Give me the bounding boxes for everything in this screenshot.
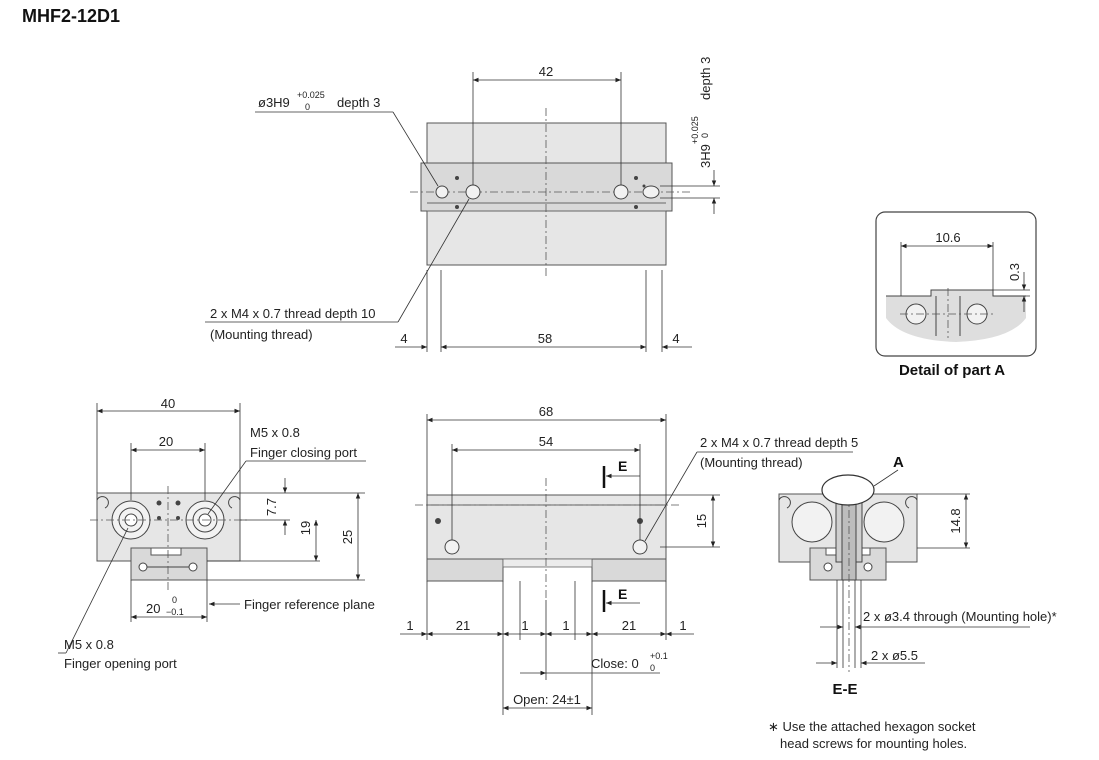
label-a: A	[893, 454, 904, 471]
model-title: MHF2-12D1	[22, 6, 120, 26]
close-tol-upper: +0.1	[650, 651, 668, 661]
detail-a-callout	[821, 474, 875, 506]
dim-0-3: 0.3	[1007, 263, 1022, 281]
front-thread-label: 2 x M4 x 0.7 thread depth 5	[700, 435, 858, 450]
thread-hole-left	[465, 184, 481, 200]
dim-21-b: 21	[622, 618, 636, 633]
side-tol-lower: −0.1	[166, 607, 184, 617]
front-view: 68 54 E E 2 x M4 x 0.7 thread depth 5 (M…	[400, 404, 858, 715]
dim-7-7: 7.7	[264, 498, 279, 516]
dim-21-a: 21	[456, 618, 470, 633]
dim-15: 15	[694, 514, 709, 528]
top-view: 42 ø3H9 +0.025 0 depth 3 3H9 +0.025 0 de…	[205, 57, 720, 352]
dim-25: 25	[340, 530, 355, 544]
front-thread-note: (Mounting thread)	[700, 455, 803, 470]
dim-40: 40	[161, 396, 175, 411]
top-thread-label: 2 x M4 x 0.7 thread depth 10	[210, 306, 376, 321]
pin-hole-label: ø3H9	[258, 95, 290, 110]
dim-68: 68	[539, 404, 553, 419]
dim-20-top: 20	[159, 434, 173, 449]
right-depth: depth 3	[698, 57, 713, 100]
dim-1-b: 1	[521, 618, 528, 633]
open-label: Open: 24±1	[513, 692, 581, 707]
counterbore-label: 2 x ø5.5	[871, 648, 918, 663]
right-hole-label: 3H9	[698, 144, 713, 168]
dim-19: 19	[298, 521, 313, 535]
front-finger-right	[591, 558, 667, 582]
pin-tol-upper: +0.025	[297, 90, 325, 100]
footnote-line2: head screws for mounting holes.	[780, 736, 967, 751]
close-tol-lower: 0	[650, 663, 655, 673]
dim-58: 58	[538, 331, 552, 346]
dim-54: 54	[539, 434, 553, 449]
closing-m5-label: M5 x 0.8	[250, 425, 300, 440]
front-finger-left	[426, 558, 504, 582]
dim-1-d: 1	[679, 618, 686, 633]
dim-1-a: 1	[406, 618, 413, 633]
right-tol-lower: 0	[700, 133, 710, 138]
dim-14-8: 14.8	[948, 508, 963, 533]
section-bore-left	[791, 501, 833, 543]
side-tol-upper: 0	[172, 595, 177, 605]
pin-tol-lower: 0	[305, 102, 310, 112]
dim-4-right: 4	[672, 331, 679, 346]
dim-1-c: 1	[562, 618, 569, 633]
slot-hole-right	[642, 185, 660, 199]
closing-port-label: Finger closing port	[250, 445, 357, 460]
dim-42: 42	[539, 64, 553, 79]
section-ee-caption: E-E	[832, 681, 857, 698]
ref-plane-label: Finger reference plane	[244, 597, 375, 612]
front-thread-right	[632, 539, 648, 555]
top-view-rail	[420, 162, 673, 212]
dim-10-6: 10.6	[935, 230, 960, 245]
front-thread-left	[444, 539, 460, 555]
top-thread-note: (Mounting thread)	[210, 327, 313, 342]
footnote-line1: ∗ Use the attached hexagon socket	[768, 719, 976, 734]
pin-hole-left	[435, 185, 449, 199]
through-hole-label: 2 x ø3.4 through (Mounting hole)*	[863, 609, 1057, 624]
section-ee: A 14.8 2 x ø3.4 through (Mounting hole)*…	[778, 454, 1057, 698]
dim-20-bottom: 20	[146, 601, 160, 616]
section-e-top: E	[618, 458, 627, 474]
opening-m5-label: M5 x 0.8	[64, 637, 114, 652]
pin-depth: depth 3	[337, 95, 380, 110]
thread-hole-right	[613, 184, 629, 200]
section-bore-right	[863, 501, 905, 543]
front-view-body	[426, 494, 667, 560]
close-label: Close: 0	[591, 656, 639, 671]
detail-a-caption: Detail of part A	[899, 362, 1005, 379]
opening-port-label: Finger opening port	[64, 656, 177, 671]
side-view: 40 20 M5 x 0.8 Finger closing port 7.7 1…	[58, 396, 375, 671]
detail-a: 10.6 0.3 Detail of part A	[875, 211, 1037, 379]
dim-4-left: 4	[400, 331, 407, 346]
right-tol-upper: +0.025	[690, 116, 700, 144]
section-e-bottom: E	[618, 586, 627, 602]
